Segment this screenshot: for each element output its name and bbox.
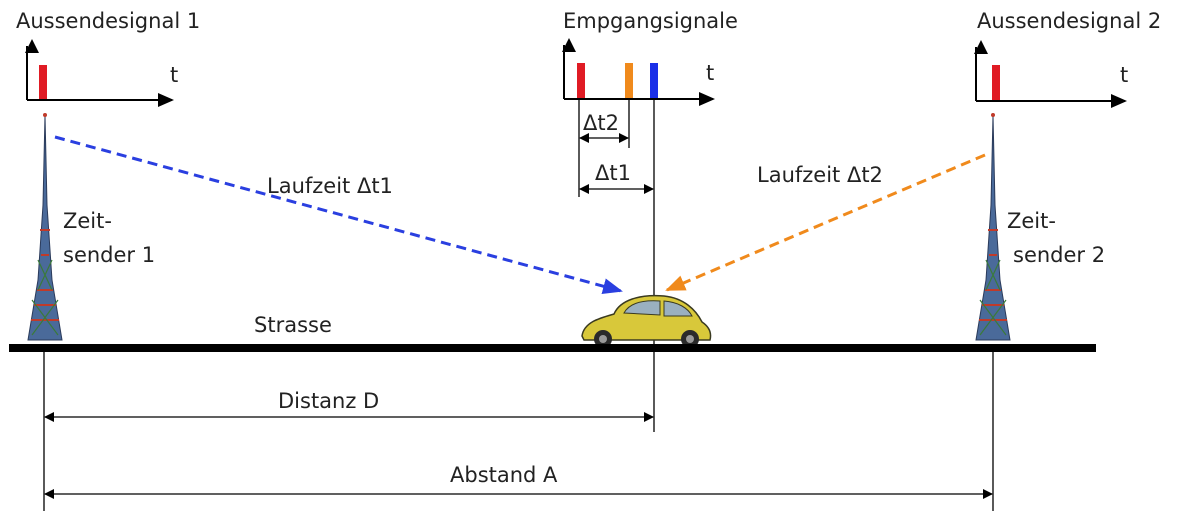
- sender2-signal-title: Aussendesignal 2: [977, 9, 1161, 33]
- spacing-label: Abstand A: [450, 463, 558, 487]
- sender1-signal-title: Aussendesignal 1: [16, 9, 200, 33]
- emitted-pulse-2: [992, 65, 1000, 100]
- delta-t2-label: Δt2: [583, 111, 619, 135]
- car-icon: [581, 294, 712, 348]
- received-pulse-2: [625, 63, 633, 98]
- sender2-label-line1: Zeit-: [1007, 209, 1056, 233]
- road-label: Strasse: [254, 313, 332, 337]
- emitted-pulse-1: [39, 65, 47, 99]
- signal-plot-2: t: [974, 40, 1128, 108]
- sender1-label-line2: sender 1: [63, 243, 155, 267]
- received-signals-title: Empgangsignale: [563, 9, 738, 33]
- travel-time-1-label: Laufzeit Δt1: [267, 174, 393, 198]
- signal-plot-received: t: [562, 38, 715, 106]
- time-axis-label: t: [1120, 63, 1128, 87]
- radio-tower-icon: [975, 113, 1011, 341]
- signal-plot-1: t: [25, 39, 178, 107]
- distance-label: Distanz D: [278, 389, 379, 413]
- time-axis-label: t: [170, 63, 178, 87]
- road: [9, 344, 1096, 352]
- sender1-label-line1: Zeit-: [63, 209, 112, 233]
- time-axis-label: t: [706, 61, 714, 85]
- received-pulse-3: [650, 63, 658, 98]
- travel-time-2-label: Laufzeit Δt2: [757, 163, 883, 187]
- received-pulse-1: [577, 63, 585, 98]
- signal-ray-2: [665, 153, 986, 292]
- radio-tower-icon: [27, 113, 63, 341]
- signal-ray-1: [54, 135, 623, 294]
- delta-t1-label: Δt1: [595, 161, 631, 185]
- sender2-label-line2: sender 2: [1013, 243, 1105, 267]
